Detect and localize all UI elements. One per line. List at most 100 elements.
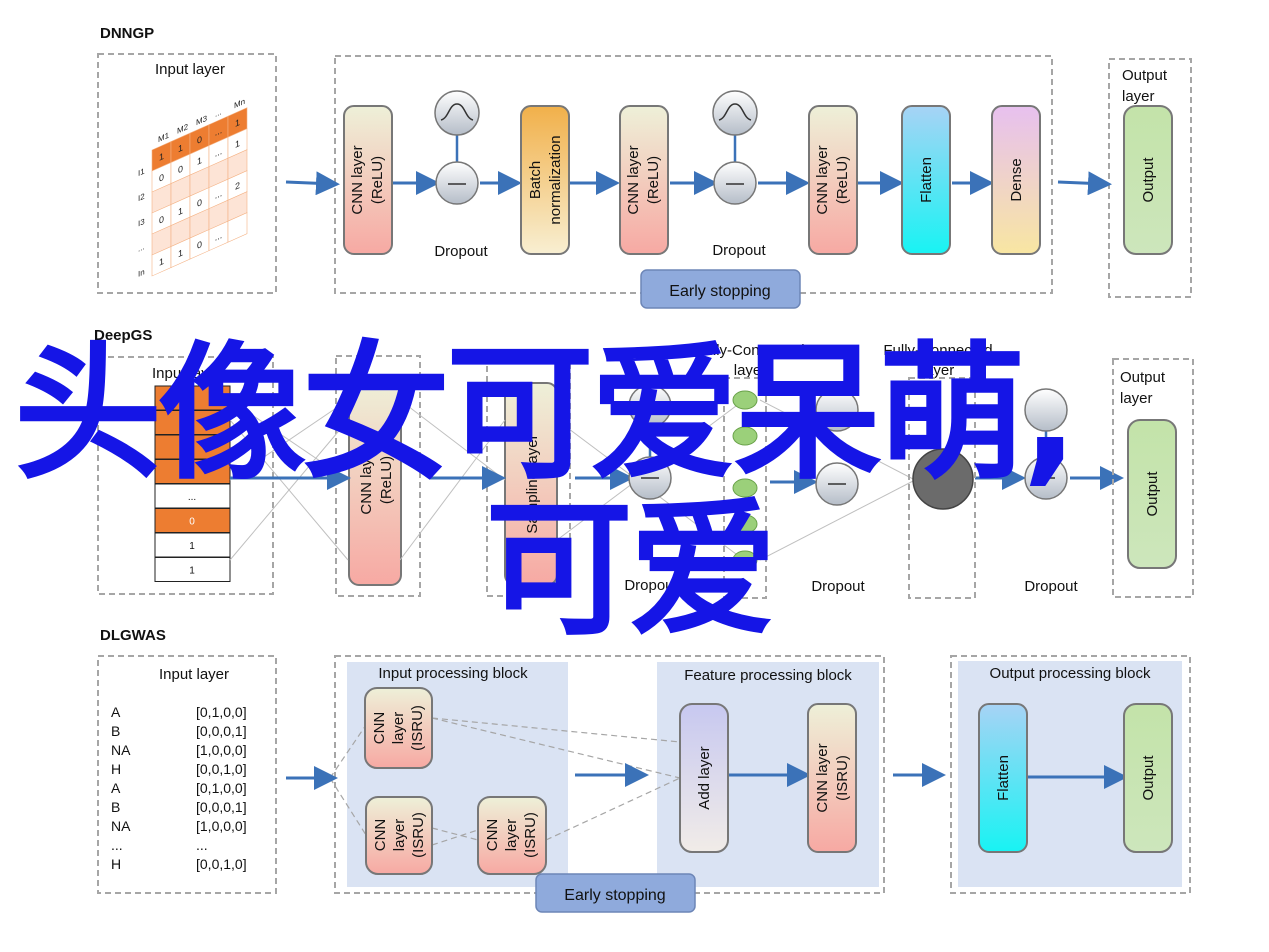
dlgwas-cnn-isru-3	[477, 796, 547, 875]
deepgs-title: DeepGS	[94, 327, 152, 344]
dnngp-batch-label-2: normalization	[547, 135, 564, 224]
dnngp-input-title: Input layer	[155, 61, 225, 78]
genotype-code: [0,0,0,1]	[196, 799, 247, 815]
dnngp-cnn-sub-2: (ReLU)	[645, 156, 662, 204]
deepgs-fc2-title-2: layer	[922, 362, 955, 379]
dlgwas-genotype-list: A [0,1,0,0] B [0,0,0,1] NA [1,0,0,0] H [0,0,1,0…	[111, 704, 247, 872]
dnngp-flatten-label: Flatten	[918, 157, 935, 203]
dlgwas-add-layer	[679, 703, 729, 853]
deepgs-input-value: ...	[188, 492, 196, 503]
genotype-base: B	[111, 723, 120, 739]
dnngp-output-title-1: Output	[1122, 67, 1168, 84]
deepgs-fc1-title-2: layer	[734, 362, 767, 379]
deepgs-input-cell	[154, 532, 231, 558]
matrix-cell-value: 0	[197, 196, 202, 209]
dlgwas-output-block-title: Output processing block	[990, 665, 1151, 682]
matrix-row-header: In	[138, 266, 145, 279]
deepgs-cnn-sub: (ReLU)	[378, 456, 395, 504]
matrix-row-header: I3	[138, 216, 145, 229]
dnngp-cnn-sub-3: (ReLU)	[834, 156, 851, 204]
dlgwas-cnn-isru-3-l3: (ISRU)	[522, 812, 539, 858]
dlgwas-cnn-isru-3-l2: layer	[503, 819, 520, 852]
genotype-code: [0,1,0,0]	[196, 780, 247, 796]
dnngp-input-matrix: 110...1001...1010...2110...M1M2M3...MnI1…	[138, 96, 248, 279]
matrix-cell-value: ...	[215, 124, 222, 138]
dlgwas-cnn-isru-2-l1: CNN	[372, 819, 389, 852]
genotype-base: ...	[111, 837, 123, 853]
matrix-cell	[227, 212, 248, 243]
genotype-base: B	[111, 799, 120, 815]
dnngp-dense-label: Dense	[1008, 158, 1025, 201]
genotype-base: NA	[111, 818, 131, 834]
deepgs-input-column: ... 0 1 1	[154, 385, 231, 582]
matrix-cell-value: 0	[197, 238, 202, 251]
deepgs-cnn-label: CNN layer	[358, 445, 375, 514]
genotype-code: [0,1,0,0]	[196, 704, 247, 720]
dlgwas-output-node	[1123, 703, 1173, 853]
deepgs-dropout-2	[815, 388, 859, 506]
deepgs-section: DeepGS Input layer ... 0 1 1 CNN layer (ReL…	[94, 327, 1194, 599]
matrix-cell-value: 1	[178, 247, 183, 260]
matrix-row-header: ...	[138, 241, 145, 254]
deepgs-dropout-1	[628, 384, 672, 500]
dnngp-output-node	[1123, 105, 1173, 255]
genotype-code: [0,0,1,0]	[196, 856, 247, 872]
dlgwas-flatten	[978, 703, 1028, 853]
dlgwas-add-layer-label: Add layer	[696, 746, 713, 809]
dlgwas-cnn-isru-4-l1: CNN layer	[814, 743, 831, 812]
deepgs-input-cell	[154, 385, 231, 411]
dnngp-dropout-2	[712, 90, 758, 205]
dnngp-section: DNNGP Input layer 110...1001...1010...21…	[97, 25, 1192, 309]
deepgs-input-value: 1	[189, 566, 195, 577]
dlgwas-cnn-isru-2	[365, 796, 433, 875]
matrix-cell-value: 1	[159, 255, 164, 268]
genotype-code: [0,0,1,0]	[196, 761, 247, 777]
dnngp-cnn-layer-2	[619, 105, 669, 255]
matrix-row-header: I1	[138, 165, 145, 178]
deepgs-input-cell	[154, 483, 231, 509]
dnngp-cnn-sub-1: (ReLU)	[369, 156, 386, 204]
dlgwas-input-title: Input layer	[159, 666, 229, 683]
dnngp-dropout-label-1: Dropout	[434, 243, 488, 260]
dnngp-cnn-label-3: CNN layer	[814, 145, 831, 214]
dnngp-title: DNNGP	[100, 25, 154, 42]
genotype-code: [1,0,0,0]	[196, 742, 247, 758]
dlgwas-early-stopping	[535, 873, 696, 913]
dnngp-cnn-layer-3	[808, 105, 858, 255]
dlgwas-cnn-isru-1-l1: CNN	[371, 712, 388, 745]
dlgwas-output-label: Output	[1140, 755, 1157, 801]
deepgs-fc1-title-1: Fully-Connected	[695, 342, 804, 359]
dnngp-flatten	[901, 105, 951, 255]
matrix-cell-value: 2	[235, 179, 240, 192]
deepgs-input-title: Input layer	[152, 365, 222, 382]
dlgwas-cnn-isru-2-l3: (ISRU)	[410, 812, 427, 858]
matrix-cell-value: 0	[178, 163, 183, 176]
genotype-code: ...	[196, 837, 208, 853]
dnngp-cnn-label-1: CNN layer	[349, 145, 366, 214]
deepgs-cnn-box	[335, 355, 421, 597]
dnngp-output-title-2: layer	[1122, 88, 1155, 105]
matrix-cell-value: ...	[215, 145, 222, 159]
deepgs-input-value: 0	[189, 517, 195, 528]
matrix-col-header: Mn	[234, 96, 245, 111]
dnngp-dense	[991, 105, 1041, 255]
matrix-cell-value: 1	[197, 154, 202, 167]
dnngp-batch-norm	[520, 105, 570, 255]
deepgs-output-title-1: Output	[1120, 369, 1166, 386]
overlay-text-line-1: 头像女可爱呆萌,	[14, 328, 1078, 500]
matrix-cell-value: 1	[178, 142, 183, 155]
deepgs-output-label: Output	[1144, 471, 1161, 517]
dnngp-cnn-label-2: CNN layer	[625, 145, 642, 214]
matrix-col-header: M3	[196, 113, 207, 128]
deepgs-fc2-node	[912, 448, 974, 510]
deepgs-input-cell	[154, 434, 231, 460]
dlgwas-cnn-isru-4	[807, 703, 857, 853]
deepgs-dropout-label-1: Dropout	[624, 577, 678, 594]
genotype-base: A	[111, 780, 121, 796]
dlgwas-feature-block-title: Feature processing block	[684, 667, 852, 684]
genotype-base: H	[111, 856, 121, 872]
deepgs-input-value: 1	[189, 541, 195, 552]
matrix-cell-value: 1	[235, 116, 240, 129]
matrix-col-header: M2	[177, 121, 188, 136]
